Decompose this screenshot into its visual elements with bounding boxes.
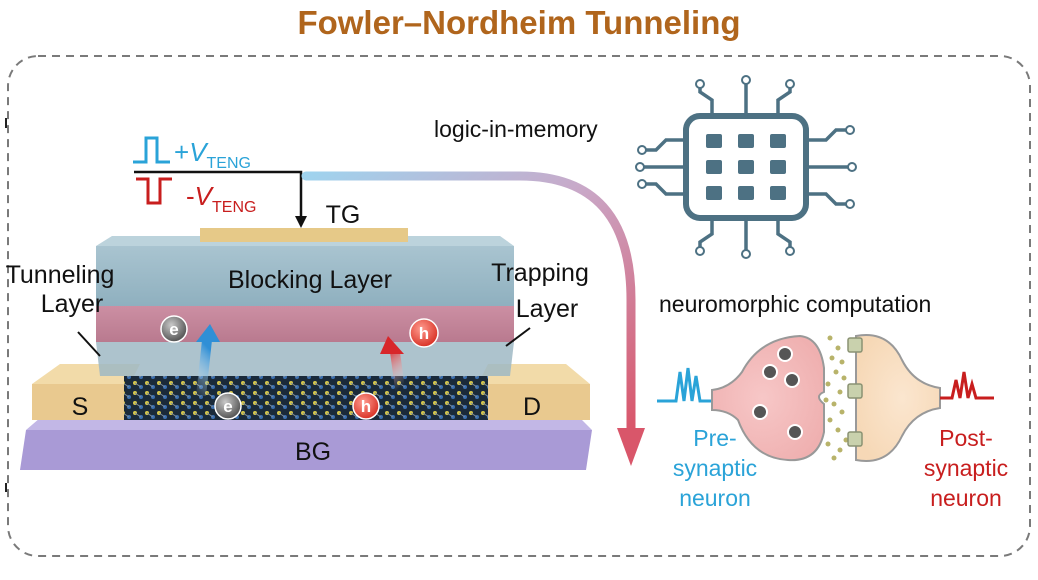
positive-voltage-label: +VTENG: [174, 137, 251, 172]
bottom-gate-label: BG: [295, 438, 331, 466]
pre-synaptic-label-line1: Pre-: [693, 425, 736, 451]
application-arrow: [301, 171, 645, 466]
drain-label: D: [523, 393, 541, 421]
top-gate-label: TG: [326, 201, 361, 229]
post-synaptic-label-line1: Post-: [939, 425, 993, 451]
negative-voltage-label: -VTENG: [186, 181, 256, 216]
post-synaptic-label-line3: neuron: [930, 485, 1002, 511]
tunneling-layer-label-line1: Tunneling: [6, 261, 115, 289]
bottom-gate-layer: [20, 430, 592, 470]
gate-wire: [134, 170, 303, 222]
figure-title: Fowler–Nordheim Tunneling: [297, 4, 740, 41]
svg-text:e: e: [223, 397, 232, 416]
chip-cells: [706, 134, 786, 200]
positive-pulse-icon: [133, 136, 170, 164]
channel-electron: [214, 392, 242, 420]
synapse-illustration: [657, 334, 994, 462]
blocking-layer-label: Blocking Layer: [228, 266, 392, 294]
trapping-layer: [96, 306, 514, 342]
trapped-hole: [409, 318, 439, 348]
dashed-frame: [7, 55, 1031, 557]
device-stack: BG S D Blocking Layer TG Tunneling Layer…: [6, 201, 592, 470]
post-synaptic-label-line2: synaptic: [924, 455, 1008, 481]
logic-in-memory-label: logic-in-memory: [434, 116, 598, 142]
teng-signal-group: +VTENG -VTENG: [133, 136, 307, 228]
trapped-electron: [160, 315, 188, 343]
pre-synaptic-label-line2: synaptic: [673, 455, 757, 481]
tunneling-leader-line: [77, 331, 101, 357]
presynaptic-spike-icon: [657, 367, 712, 403]
synaptic-vesicles: [752, 346, 803, 440]
chip-icon: [642, 82, 850, 252]
top-gate: [200, 228, 408, 242]
source-label: S: [72, 393, 89, 421]
gate-arrow-head: [295, 216, 307, 228]
trapping-layer-label-line2: Layer: [516, 295, 579, 323]
neurotransmitters: [823, 335, 849, 461]
postsynaptic-spike-icon: [940, 371, 994, 400]
svg-text:e: e: [169, 320, 178, 339]
channel-lattice: [124, 376, 488, 420]
receptors: [847, 337, 863, 447]
svg-text:h: h: [361, 397, 371, 416]
application-arrow-shaft: [301, 171, 636, 435]
source-pad: [32, 384, 130, 420]
application-arrow-head: [617, 428, 645, 466]
electron-tunnel-arrow: [196, 340, 212, 396]
postsynaptic-terminal: [855, 334, 941, 462]
drain-pad: [478, 384, 590, 420]
trapping-layer-label-line1: Trapping: [491, 259, 589, 287]
channel-hole: [352, 392, 380, 420]
neuromorphic-label: neuromorphic computation: [659, 291, 931, 317]
pre-synaptic-label-line3: neuron: [679, 485, 751, 511]
blocking-layer: [96, 246, 514, 306]
svg-text:h: h: [419, 324, 429, 343]
negative-pulse-icon: [136, 177, 172, 205]
trapping-leader-line: [505, 327, 531, 347]
tunneling-layer-label-line2: Layer: [41, 290, 104, 318]
tunneling-layer: [96, 342, 514, 376]
hole-tunnel-arrow: [390, 352, 406, 396]
